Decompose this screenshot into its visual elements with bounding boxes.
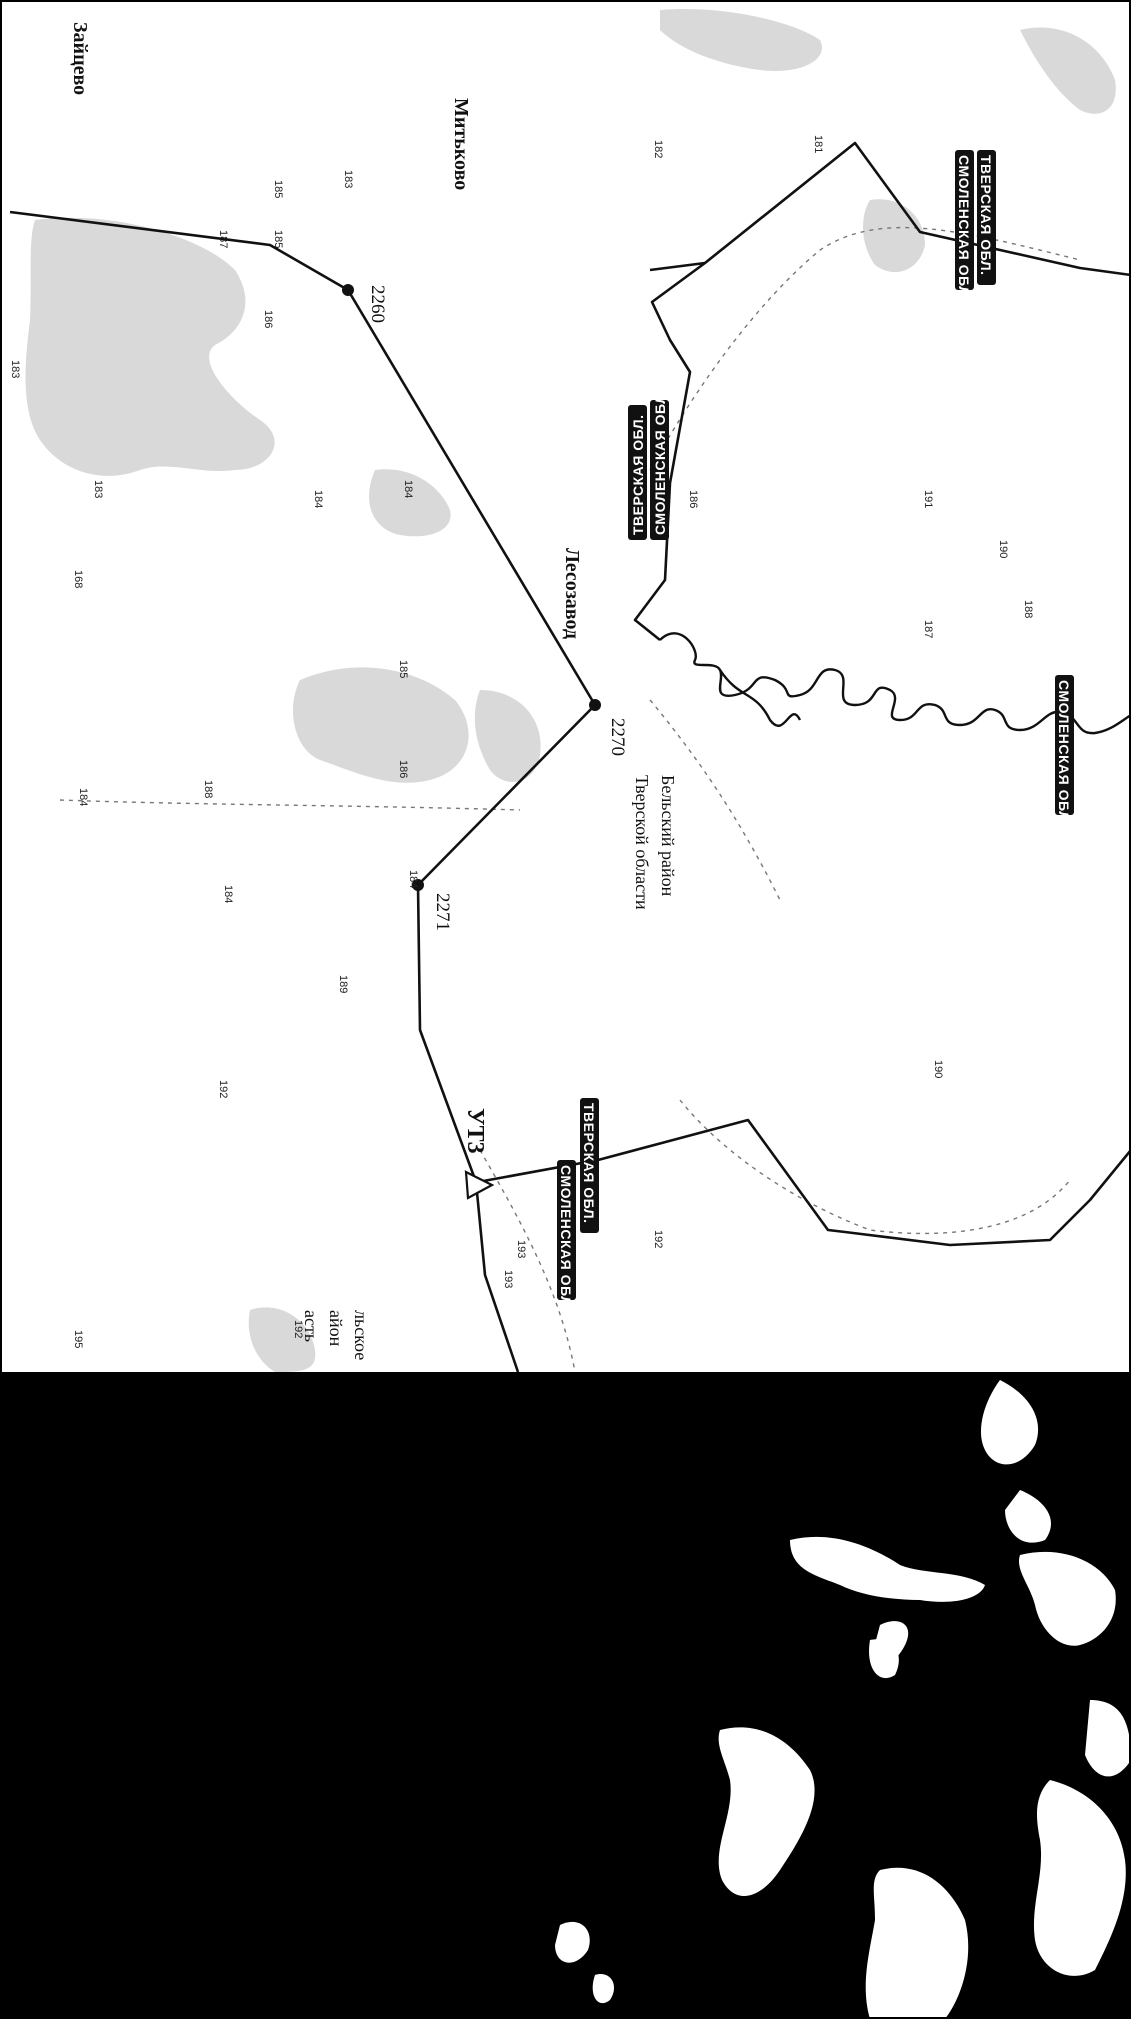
utz-label: УТ3: [462, 1108, 488, 1154]
elevation-mark: 191: [922, 490, 934, 508]
control-points: [342, 284, 601, 891]
elevation-mark: 185: [397, 660, 409, 678]
elevation-mark: 184: [402, 480, 414, 498]
region-label-line1: Тверской области: [632, 775, 652, 910]
light-islands: [555, 1380, 1131, 2019]
elevation-mark: 184: [407, 870, 419, 888]
svg-text:ТВЕРСКАЯ ОБЛ.: ТВЕРСКАЯ ОБЛ.: [581, 1103, 597, 1224]
elevation-mark: 190: [997, 540, 1009, 558]
elevation-mark: 185: [272, 180, 284, 198]
elevation-mark: 192: [217, 1080, 229, 1098]
elevation-mark: 190: [932, 1060, 944, 1078]
point-2271-label: 2271: [432, 893, 453, 931]
elevation-mark: 193: [515, 1240, 527, 1258]
dark-scan-area: [0, 1372, 1131, 2019]
badge-smolenskaya-upper: СМОЛЕНСКАЯ ОБЛ.: [650, 389, 669, 540]
elevation-mark: 195: [72, 1330, 84, 1348]
point-2260-label: 2260: [367, 285, 388, 323]
region-label-line2: Бельский район: [658, 775, 678, 897]
elevation-mark: 188: [202, 780, 214, 798]
river-line: [659, 632, 1131, 735]
elevation-mark: 188: [1022, 600, 1034, 618]
point-2270-marker: [589, 699, 601, 711]
svg-text:СМОЛЕНСКАЯ ОБЛ.: СМОЛЕНСКАЯ ОБЛ.: [558, 1165, 574, 1311]
place-zaitsevo: Зайцево: [69, 22, 91, 95]
elevation-mark: 186: [687, 490, 699, 508]
elevation-mark: 168: [72, 570, 84, 588]
point-2260-marker: [342, 284, 354, 296]
elevation-mark: 181: [812, 135, 824, 153]
district-label-3: льское: [351, 1310, 371, 1360]
district-label-2: айон: [326, 1310, 346, 1347]
point-2270-label: 2270: [607, 718, 628, 756]
elevation-mark: 186: [397, 760, 409, 778]
badge-tverskaya-lower: ТВЕРСКАЯ ОБЛ.: [580, 1098, 599, 1233]
svg-text:ТВЕРСКАЯ ОБЛ.: ТВЕРСКАЯ ОБЛ.: [630, 414, 646, 535]
elevation-mark: 189: [337, 975, 349, 993]
badge-tverskaya-upper: ТВЕРСКАЯ ОБЛ.: [628, 405, 647, 540]
elevation-mark: 184: [222, 885, 234, 903]
badge-smolenskaya-right: СМОЛЕНСКАЯ ОБЛ.: [955, 150, 974, 301]
badge-tverskaya-right: ТВЕРСКАЯ ОБЛ.: [977, 150, 996, 285]
elevation-mark: 185: [272, 230, 284, 248]
elevation-marks: 183 187 185 185 186 183 184 184 185 186 188 184 184 1…: [9, 135, 1034, 1348]
region-boundary-upper: [649, 141, 1131, 277]
elevation-mark: 193: [502, 1270, 514, 1288]
badge-smolenskaya-mid: СМОЛЕНСКАЯ ОБЛ.: [1055, 675, 1074, 826]
elevation-mark: 183: [9, 360, 21, 378]
elevation-mark: 184: [312, 490, 324, 508]
elevation-mark: 187: [922, 620, 934, 638]
elevation-mark: 183: [342, 170, 354, 188]
elevation-mark: 192: [652, 1230, 664, 1248]
elevation-mark: 184: [77, 788, 89, 806]
elevation-mark: 183: [92, 480, 104, 498]
elevation-mark: 186: [262, 310, 274, 328]
district-label-1: асть: [301, 1310, 321, 1342]
place-mitkovo: Митьково: [450, 98, 472, 190]
river-line-2: [719, 669, 802, 727]
forest-areas: [25, 9, 1116, 1372]
utz-marker: УТ3: [462, 1108, 495, 1200]
place-lesozavod: Лесозавод: [561, 548, 583, 639]
elevation-mark: 182: [652, 140, 664, 158]
svg-text:СМОЛЕНСКАЯ ОБЛ.: СМОЛЕНСКАЯ ОБЛ.: [1056, 680, 1072, 826]
elevation-mark: 187: [217, 230, 229, 248]
elevation-mark: 192: [292, 1320, 304, 1338]
badge-smolenskaya-lower: СМОЛЕНСКАЯ ОБЛ.: [557, 1160, 576, 1311]
svg-text:ТВЕРСКАЯ ОБЛ.: ТВЕРСКАЯ ОБЛ.: [978, 155, 994, 276]
region-boundary-lower: [477, 1118, 1131, 1247]
svg-text:СМОЛЕНСКАЯ ОБЛ.: СМОЛЕНСКАЯ ОБЛ.: [652, 389, 668, 535]
svg-text:СМОЛЕНСКАЯ ОБЛ.: СМОЛЕНСКАЯ ОБЛ.: [956, 155, 972, 301]
point-2271-marker: [412, 879, 424, 891]
region-boundary-upper-2: [633, 261, 706, 642]
